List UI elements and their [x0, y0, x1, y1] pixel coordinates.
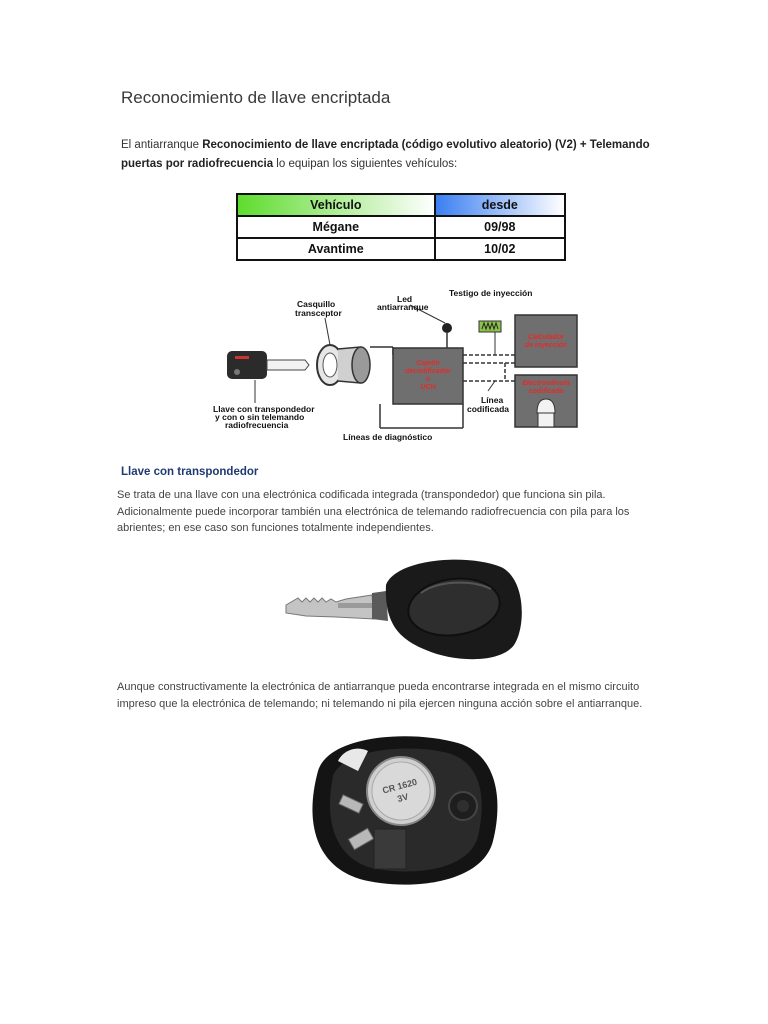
key-illustration — [227, 351, 310, 379]
cajetin-label-1: Cajetín — [416, 360, 439, 367]
led-icon — [442, 323, 452, 333]
table-row: Avantime 10/02 — [236, 237, 567, 261]
cajetin-box: Cajetín decodificador o UCH — [392, 347, 464, 405]
label-linea-1: Línea — [481, 395, 503, 405]
label-casquillo-2: transceptor — [295, 308, 342, 318]
table-header-row: Vehículo desde — [236, 193, 567, 217]
key-photo — [285, 559, 522, 660]
vehicle-table: Vehículo desde Mégane 09/98 Avantime 10/… — [236, 193, 567, 261]
paragraph-telemando: Aunque constructivamente la electrónica … — [117, 681, 643, 710]
label-diagnostico: Líneas de diagnóstico — [343, 432, 432, 442]
antitheft-diagram: Cajetín decodificador o UCH Calculador d… — [213, 288, 578, 442]
cajetin-label-3: o — [426, 376, 431, 383]
battery-voltage: 3V — [396, 792, 409, 805]
electrovalvula-label-2: codificada — [529, 388, 564, 395]
calculador-label-2: de inyección — [525, 342, 567, 349]
table-row: Mégane 09/98 — [236, 215, 567, 239]
intro-text-1: El antiarranque — [121, 139, 203, 151]
label-llave-1: Llave con transpondedor — [213, 404, 315, 414]
section-heading: Llave con transpondedor — [121, 466, 259, 478]
cajetin-label-2: decodificador — [405, 368, 452, 375]
label-llave-3: radiofrecuencia — [225, 420, 289, 430]
electrovalvula-box: Electroválvula codificada — [514, 374, 578, 428]
cell-date: 10/02 — [433, 237, 567, 261]
electrovalvula-label-1: Electroválvula — [522, 380, 570, 387]
calculador-label-1: Calculador — [528, 334, 565, 341]
injection-warning-icon — [478, 320, 502, 333]
label-led-2: antiarranque — [377, 302, 429, 312]
transceiver-ring — [316, 344, 371, 386]
cell-date: 09/98 — [433, 215, 567, 239]
header-vehiculo: Vehículo — [236, 193, 436, 217]
cajetin-label-4: UCH — [420, 384, 436, 391]
key-interior-photo: CR 1620 3V — [312, 736, 498, 885]
intro-bold: Reconocimiento de llave encriptada (códi… — [121, 139, 650, 170]
label-testigo: Testigo de inyección — [449, 288, 532, 298]
cell-vehicle: Avantime — [236, 237, 436, 261]
cell-vehicle: Mégane — [236, 215, 436, 239]
label-linea-2: codificada — [467, 404, 509, 414]
intro-text-2: lo equipan los siguientes vehículos: — [273, 158, 458, 170]
page-title: Reconocimiento de llave encriptada — [121, 88, 391, 107]
intro-paragraph: El antiarranque Reconocimiento de llave … — [121, 136, 681, 174]
paragraph-transponder: Se trata de una llave con una electrónic… — [117, 489, 630, 534]
label-casquillo-1: Casquillo — [297, 299, 335, 309]
calculador-box: Calculador de inyección — [514, 314, 578, 368]
header-desde: desde — [433, 193, 567, 217]
label-llave-2: y con o sin telemando — [215, 412, 304, 422]
label-led-1: Led — [397, 294, 412, 304]
